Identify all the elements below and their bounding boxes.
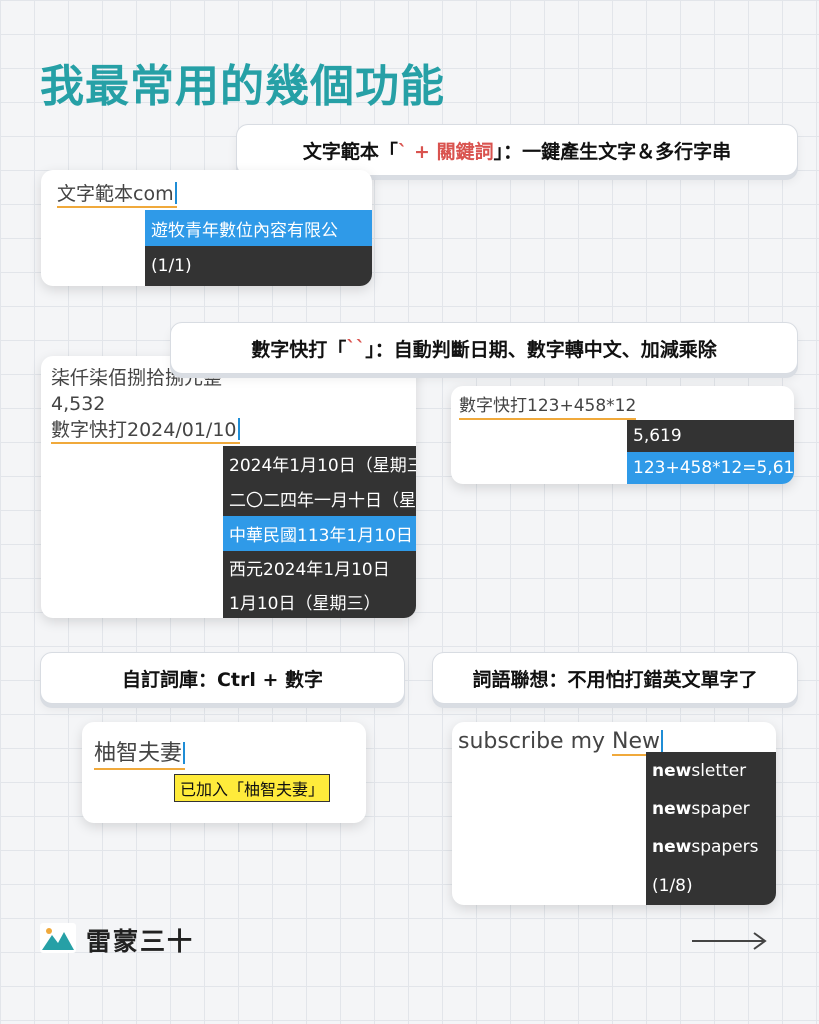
date-demo-card: 柒仟柒佰捌拾捌元整 4,532 數字快打2024/01/10 2024年1月10…: [41, 356, 416, 618]
number-line: 4,532: [51, 393, 106, 415]
date-candidate-3[interactable]: 中華民國113年1月10日: [223, 516, 416, 551]
text-cursor: [183, 742, 186, 764]
numbers-pill-c: 」：自動判斷日期、數字轉中文、加減乘除: [365, 338, 717, 361]
calc-typed-text: 數字快打123+458*12: [459, 394, 637, 420]
mountain-logo-icon: [40, 923, 76, 957]
dictionary-pill: 自訂詞庫：Ctrl + 數字: [40, 652, 405, 704]
template-candidate-count: (1/1): [145, 246, 372, 286]
date-candidate-4[interactable]: 西元2024年1月10日: [223, 551, 416, 584]
page-title: 我最常用的幾個功能: [40, 61, 445, 112]
numbers-pill: 數字快打「``」：自動判斷日期、數字轉中文、加減乘除: [170, 322, 798, 374]
brand-name: 雷蒙三十: [86, 927, 195, 956]
calc-demo-card: 數字快打123+458*12 5,619 123+458*12=5,619: [451, 386, 794, 484]
template-typed-text: 文字範本com: [57, 182, 177, 208]
calc-candidate-1[interactable]: 5,619: [627, 420, 794, 452]
association-typed-text: subscribe my New: [458, 728, 664, 756]
template-demo-card: 文字範本com 遊牧青年數位內容有限公 (1/1): [41, 170, 372, 286]
dictionary-added-tooltip: 已加入「柚智夫妻」: [174, 774, 331, 802]
template-pill-keyword: ` + 關鍵詞: [397, 140, 494, 163]
numbers-pill-keyword: ``: [346, 337, 366, 359]
template-pill-a: 文字範本「: [302, 140, 398, 163]
text-cursor: [237, 418, 240, 440]
arrow-right-icon[interactable]: [690, 930, 768, 956]
template-pill: 文字範本「` + 關鍵詞」：一鍵產生文字＆多行字串: [236, 124, 798, 176]
numbers-pill-a: 數字快打「: [251, 338, 347, 361]
association-candidate-count: (1/8): [646, 866, 776, 905]
template-pill-c: 」：一鍵產生文字＆多行字串: [493, 140, 732, 163]
association-pill: 詞語聯想：不用怕打錯英文單字了: [432, 652, 798, 704]
dictionary-demo-card: 柚智夫妻 已加入「柚智夫妻」: [82, 722, 366, 823]
date-typed-text: 數字快打2024/01/10: [51, 418, 240, 444]
brand: 雷蒙三十: [40, 922, 194, 958]
text-cursor: [174, 182, 177, 204]
date-candidate-1[interactable]: 2024年1月10日（星期三）: [223, 446, 416, 481]
dictionary-typed-text: 柚智夫妻: [94, 740, 186, 770]
date-candidate-5[interactable]: 1月10日（星期三）: [223, 584, 416, 618]
text-cursor: [661, 730, 664, 752]
date-candidate-2[interactable]: 二〇二四年一月十日（星期三）: [223, 481, 416, 516]
template-candidate-1[interactable]: 遊牧青年數位內容有限公: [145, 210, 372, 246]
calc-candidate-2[interactable]: 123+458*12=5,619: [627, 452, 794, 484]
